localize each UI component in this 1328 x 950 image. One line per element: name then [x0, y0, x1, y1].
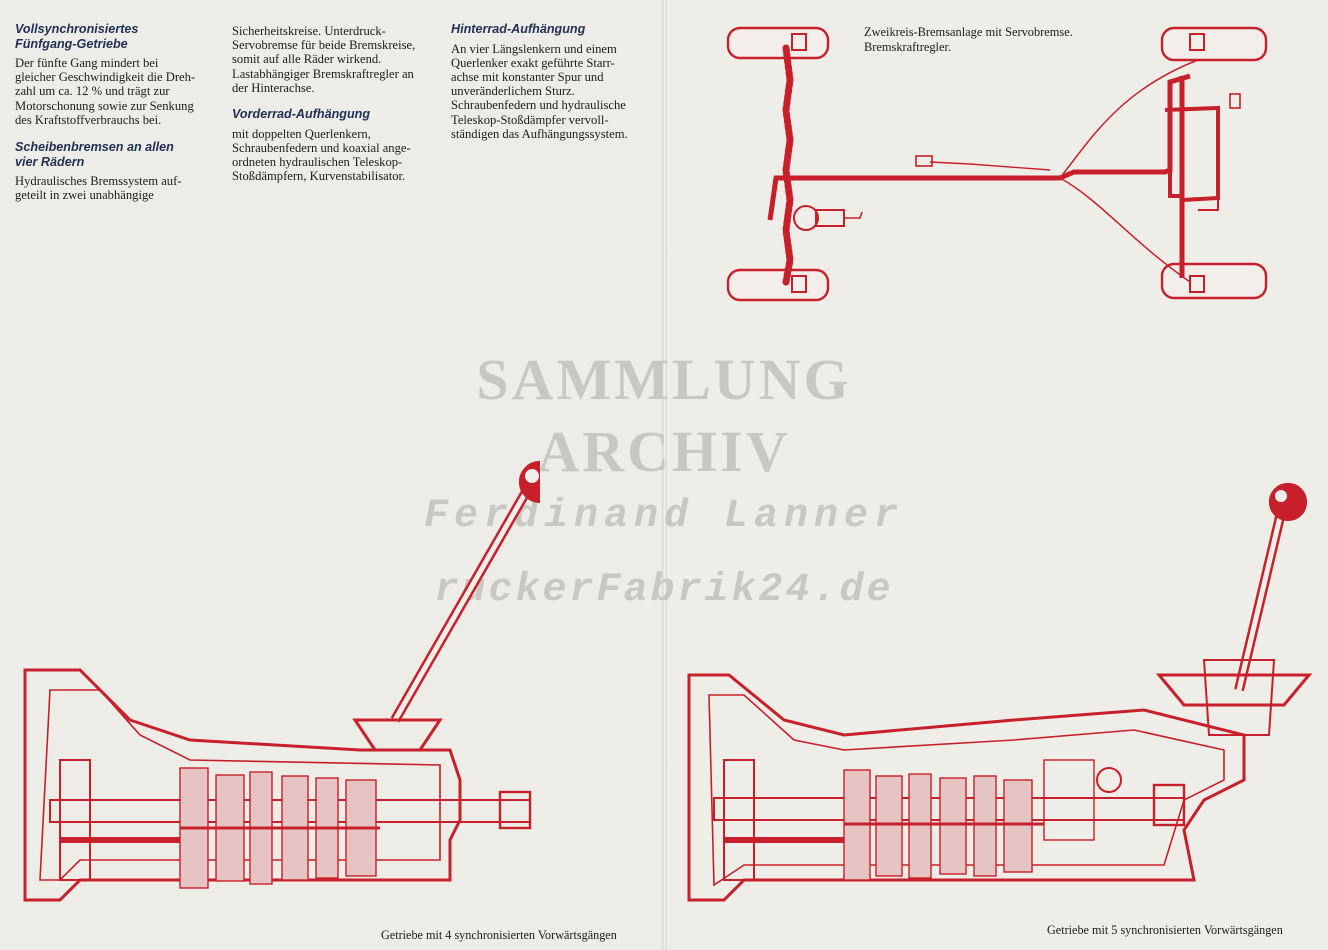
paragraph-hinterrad-aufhaengung: An vier Längslenkern und einem Querlenke…	[451, 41, 628, 141]
brake-system-caption: Zweikreis-Bremsanlage mit Servobremse. B…	[864, 25, 1073, 54]
heading-vorderrad-aufhaengung: Vorderrad-Aufhängung	[232, 107, 371, 122]
heading-hinterrad-aufhaengung: Hinterrad-Aufhängung	[451, 22, 586, 36]
caption-4-speed-gearbox: Getriebe mit 4 synchronisierten Vorwärts…	[381, 928, 617, 942]
gearbox-5-speed-illustration	[687, 482, 1313, 902]
text-column-2: Sicherheitskreise. Unterdruck- Servobrem…	[232, 24, 432, 196]
heading-scheibenbremsen: Scheibenbremsen an allen vier Rädern	[15, 140, 174, 169]
gearbox-4-speed-illustration	[23, 460, 540, 902]
paragraph-sicherheitskreise: Sicherheitskreise. Unterdruck- Servobrem…	[232, 24, 416, 95]
brake-system-diagram	[726, 26, 1268, 302]
text-column-1: Vollsynchronisiertes Fünfgang-Getriebe D…	[15, 22, 207, 215]
paragraph-fuenfgang-getriebe: Der fünfte Gang mindert bei gleicher Ges…	[15, 56, 196, 127]
text-column-3: Hinterrad-Aufhängung An vier Längslenker…	[451, 22, 651, 154]
paragraph-scheibenbremsen: Hydraulisches Bremssystem auf- geteilt i…	[15, 174, 182, 203]
page-fold	[662, 0, 667, 950]
heading-fuenfgang-getriebe: Vollsynchronisiertes Fünfgang-Getriebe	[15, 22, 139, 51]
caption-5-speed-gearbox: Getriebe mit 5 synchronisierten Vorwärts…	[1047, 923, 1283, 937]
paragraph-vorderrad-aufhaengung: mit doppelten Querlenkern, Schraubenfede…	[232, 126, 411, 184]
